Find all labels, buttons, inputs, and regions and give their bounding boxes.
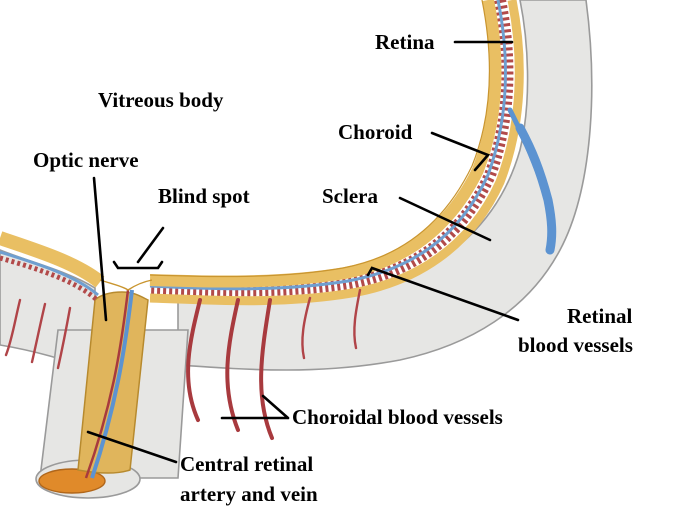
label-retinal-vessels-line2: blood vessels — [518, 333, 633, 357]
leader-choroid — [430, 131, 491, 172]
choroidal-vessels — [4, 288, 362, 440]
label-optic-nerve: Optic nerve — [33, 148, 139, 172]
label-sclera: Sclera — [322, 184, 378, 208]
leader-retinal-vessels — [366, 266, 520, 322]
central-retinal-artery — [84, 289, 130, 479]
label-retinal-vessels-line1: Retinal — [567, 304, 632, 328]
label-choroid: Choroid — [338, 120, 413, 144]
optic-nerve-cut-core — [38, 468, 106, 494]
choroid-band-blue — [149, 0, 507, 291]
label-central-line1: Central retinal — [180, 452, 313, 476]
label-choroidal-vessels: Choroidal blood vessels — [292, 405, 503, 429]
label-vitreous-body: Vitreous body — [98, 88, 224, 112]
choroid-retina-bands — [0, 0, 524, 306]
central-retinal-vein — [90, 289, 134, 479]
choroidal-vessel-7 — [301, 296, 312, 360]
choroid-band-red — [149, 0, 514, 297]
choroidal-vessel-1 — [186, 298, 202, 422]
sclera-wall-right — [177, 0, 593, 371]
label-central-line2: artery and vein — [180, 482, 318, 506]
leader-sclera — [398, 196, 492, 242]
label-retina: Retina — [375, 30, 435, 54]
retina-inner-edge — [149, 0, 490, 278]
leader-optic-nerve — [92, 176, 108, 322]
leader-choroidal-vessels — [220, 394, 290, 420]
label-blind-spot: Blind spot — [158, 184, 250, 208]
retina-band-inner — [149, 0, 502, 288]
retina-band-left — [0, 231, 105, 288]
choroid-band-left — [0, 250, 99, 297]
choroidal-vessel-3 — [259, 298, 274, 440]
leader-central-retinal — [86, 430, 178, 464]
external-vein-blue-branch — [507, 107, 551, 203]
choroidal-vessel-6 — [56, 306, 72, 370]
retina-disc-edge — [99, 279, 153, 291]
choroid-band-left-red — [0, 255, 99, 302]
leader-lines — [86, 40, 520, 464]
choroidal-vessel-2 — [225, 298, 240, 432]
retina-band — [149, 0, 524, 306]
leader-blind-spot — [112, 226, 165, 270]
choroidal-vessel-5 — [30, 302, 47, 364]
choroidal-vessel-4 — [4, 298, 22, 357]
choroidal-vessel-8 — [353, 288, 362, 350]
